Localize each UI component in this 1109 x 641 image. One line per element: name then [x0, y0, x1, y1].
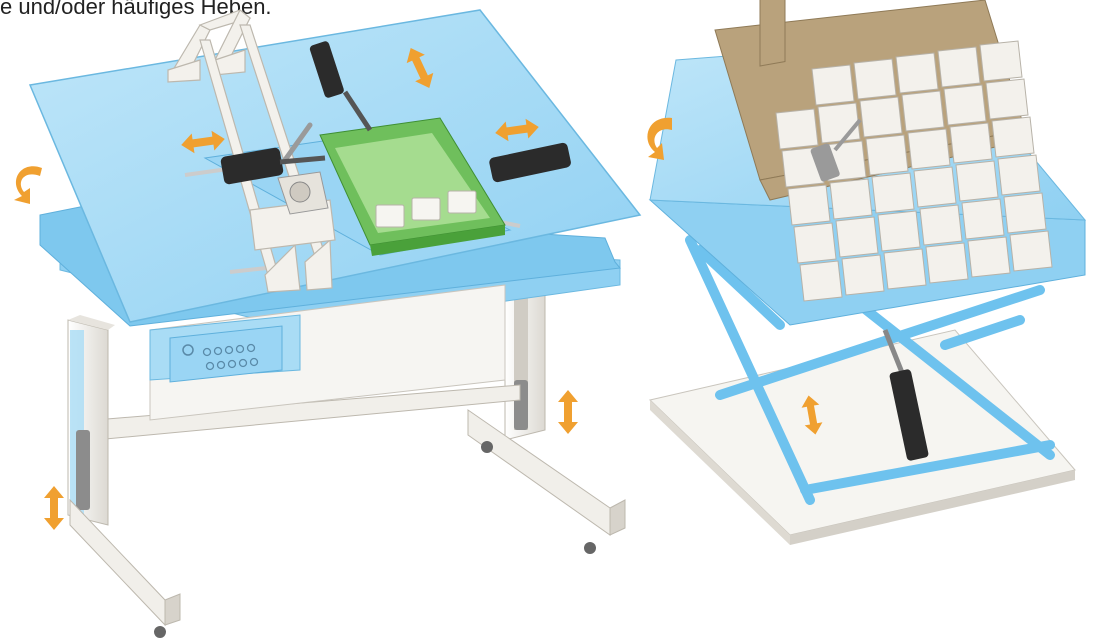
pallet-box [1010, 231, 1052, 271]
pallet-box [812, 65, 854, 105]
pallet-box [992, 117, 1034, 157]
pallet-box [842, 255, 884, 295]
pallet-box [914, 167, 956, 207]
pallet-box [836, 217, 878, 257]
pallet-box [944, 85, 986, 125]
pallet-box [968, 237, 1010, 277]
lift-base-plate [650, 330, 1075, 545]
pallet-box [872, 173, 914, 213]
pallet-box [776, 109, 818, 149]
pallet-box [860, 97, 902, 137]
pallet-box [908, 129, 950, 169]
pallet-box [818, 103, 860, 143]
pallet-box [986, 79, 1028, 119]
workbench-figure [14, 10, 640, 638]
pallet-box [980, 41, 1022, 81]
pallet-box [938, 47, 980, 87]
pallet-box [926, 243, 968, 283]
pallet-box [878, 211, 920, 251]
pallet-box [962, 199, 1004, 239]
pallet-box [830, 179, 872, 219]
pallet-box [920, 205, 962, 245]
pallet-box [956, 161, 998, 201]
pallet-box [794, 223, 836, 263]
curved-tilt-arrow-icon [14, 166, 42, 204]
double-headed-arrow-icon [558, 390, 578, 434]
pallet-box [884, 249, 926, 289]
pallet-box [896, 53, 938, 93]
pallet-box [902, 91, 944, 131]
leg-actuator-left [76, 430, 90, 510]
scissor-lift-figure [647, 0, 1085, 545]
pallet-box [866, 135, 908, 175]
double-headed-arrow-icon [44, 486, 64, 530]
pallet-box [1004, 193, 1046, 233]
pallet-box [998, 155, 1040, 195]
pallet-box [788, 185, 830, 225]
pallet-box [950, 123, 992, 163]
pallet-box [854, 59, 896, 99]
pallet-box [800, 261, 842, 301]
